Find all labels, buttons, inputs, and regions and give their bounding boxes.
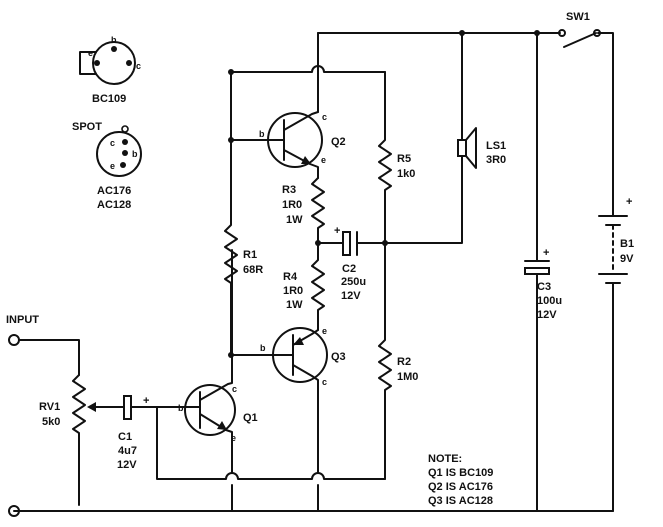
c3-polarity: + (543, 247, 549, 259)
q2-transistor: b c e Q2 (230, 38, 346, 179)
r4-resistor: R4 1R0 1W (283, 242, 325, 331)
c2-value: 250u (341, 276, 366, 288)
b1-ref: B1 (620, 238, 634, 250)
bc109-pinout: e b c BC109 (79, 35, 141, 105)
c1-ref: C1 (118, 431, 132, 443)
rv1-ref: RV1 (39, 401, 60, 413)
b1-battery: + B1 9V (598, 196, 634, 284)
q1-transistor: b c e Q1 (178, 249, 258, 463)
c2-ref: C2 (342, 263, 356, 275)
ac-pin-b: b (132, 149, 138, 159)
c3-capacitor: + C3 100u 12V (524, 32, 562, 512)
c3-rating: 12V (537, 309, 557, 321)
ls1-value: 3R0 (486, 154, 506, 166)
c1-capacitor: + C1 4u7 12V (117, 395, 188, 471)
r1-resistor: R1 68R (224, 71, 263, 356)
r2-resistor: R2 1M0 (378, 242, 418, 480)
input-label: INPUT (6, 314, 39, 326)
ac-pinout: SPOT c b e AC176 AC128 (72, 121, 142, 211)
q1-ref: Q1 (243, 412, 258, 424)
r4-value: 1R0 (283, 285, 303, 297)
r1-value: 68R (243, 264, 263, 276)
c1-rating: 12V (117, 459, 137, 471)
note-title: NOTE: (428, 453, 462, 465)
q3-ref: Q3 (331, 351, 346, 363)
sw1-switch[interactable]: SW1 (558, 11, 601, 48)
c1-polarity: + (143, 395, 149, 407)
q3-transistor: b e c Q3 (260, 326, 346, 474)
q3-pin-c: c (322, 377, 327, 387)
r3-rating: 1W (286, 214, 303, 226)
note-line-q2: Q2 IS AC176 (428, 481, 493, 493)
c2-polarity: + (334, 225, 340, 237)
sw1-ref: SW1 (566, 11, 590, 23)
b1-value: 9V (620, 253, 634, 265)
ac-pin-e: e (110, 161, 115, 171)
ac176-label: AC176 (97, 185, 131, 197)
r1-ref: R1 (243, 249, 257, 261)
r3-ref: R3 (282, 184, 296, 196)
rv1-value: 5k0 (42, 416, 60, 428)
ls1-speaker: LS1 3R0 (457, 32, 506, 169)
note-line-q3: Q3 IS AC128 (428, 495, 493, 507)
rails (13, 32, 614, 512)
note-block: NOTE: Q1 IS BC109 Q2 IS AC176 Q3 IS AC12… (428, 453, 493, 507)
ground-terminal[interactable] (8, 505, 20, 517)
rv1-resistor (72, 374, 86, 506)
bc109-pin-c: c (136, 61, 141, 71)
r5-value: 1k0 (397, 168, 415, 180)
c1-value: 4u7 (118, 445, 137, 457)
q2-ref: Q2 (331, 136, 346, 148)
c2-rating: 12V (341, 290, 361, 302)
q1-pin-b: b (178, 403, 184, 413)
r3-value: 1R0 (282, 199, 302, 211)
r2-value: 1M0 (397, 371, 418, 383)
spot-label: SPOT (72, 121, 102, 133)
q2-pin-b: b (259, 129, 265, 139)
c2-capacitor: + C2 250u 12V (317, 155, 463, 302)
r5-ref: R5 (397, 153, 411, 165)
q2-pin-e: e (321, 155, 326, 165)
q1-pin-c: c (232, 384, 237, 394)
q3-pin-e: e (322, 326, 327, 336)
note-line-q1: Q1 IS BC109 (428, 467, 493, 479)
q3-pin-b: b (260, 343, 266, 353)
ac128-label: AC128 (97, 199, 131, 211)
r4-rating: 1W (286, 299, 303, 311)
c3-value: 100u (537, 295, 562, 307)
q2-pin-c: c (322, 112, 327, 122)
ls1-ref: LS1 (486, 140, 506, 152)
input-section: INPUT RV1 5k0 (6, 314, 125, 517)
bc109-pin-e: e (88, 48, 93, 58)
input-terminal[interactable] (8, 334, 20, 346)
bc109-label: BC109 (92, 93, 126, 105)
b1-polarity: + (626, 196, 632, 208)
r4-ref: R4 (283, 271, 298, 283)
bc109-pin-b: b (111, 35, 117, 45)
c3-ref: C3 (537, 281, 551, 293)
ac-pin-c: c (110, 138, 115, 148)
r2-ref: R2 (397, 356, 411, 368)
r3-resistor: R3 1R0 1W (282, 177, 325, 244)
r5-resistor: R5 1k0 (378, 71, 415, 244)
q1-pin-e: e (231, 433, 236, 443)
